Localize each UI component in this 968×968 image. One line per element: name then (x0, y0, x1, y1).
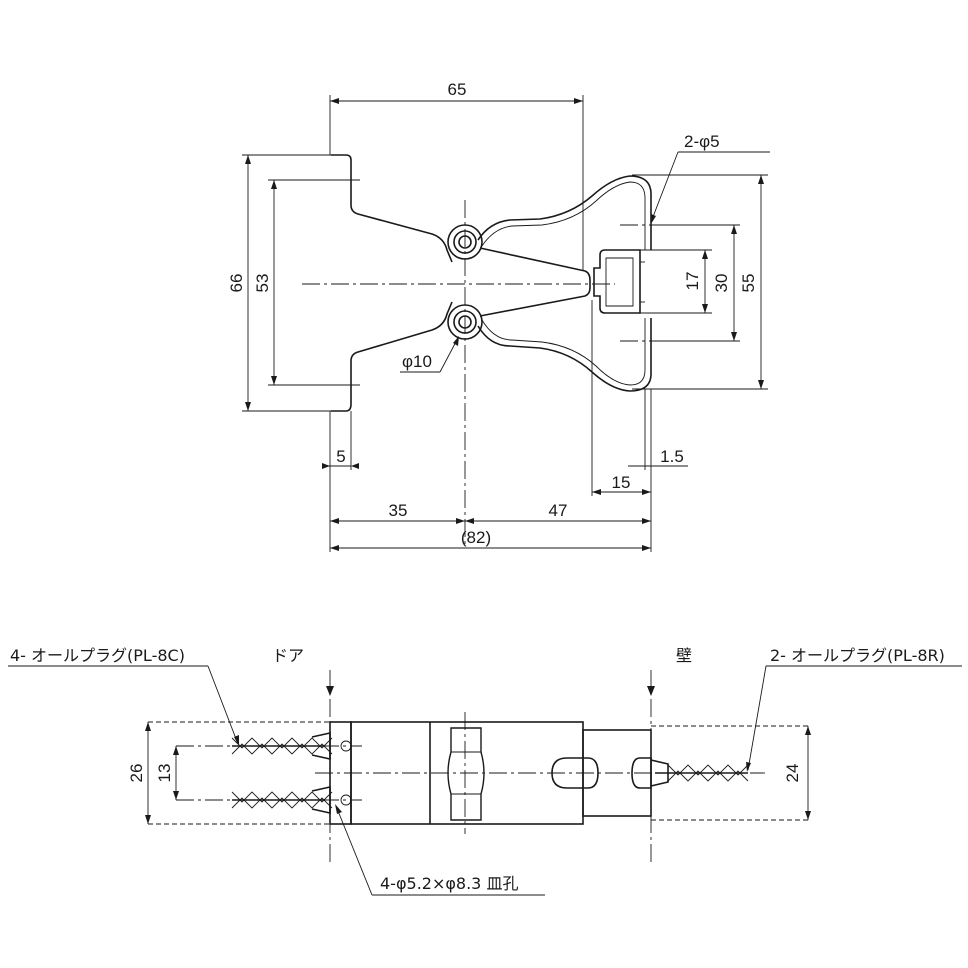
dim-53: 53 (253, 274, 272, 293)
label-wall: 壁 (676, 646, 692, 665)
dim-82-overall: (82) (461, 528, 491, 547)
dim-5: 5 (336, 447, 345, 466)
side-view: 4- オールプラグ(PL-8C) ドア 壁 2- オールプラグ(PL-8R) 4… (8, 646, 962, 896)
dim-1-5: 1.5 (660, 447, 684, 466)
dim-26: 26 (127, 764, 146, 783)
label-screw-holes: 4-φ5.2×φ8.3 皿孔 (380, 874, 518, 893)
upper-spring (477, 175, 652, 250)
catch-bracket (593, 249, 641, 314)
pivot-barrel (447, 727, 485, 821)
dim-65: 65 (448, 80, 467, 99)
upper-spring-inner (481, 181, 646, 250)
dim-holes-2-phi5: 2-φ5 (684, 132, 720, 151)
dim-30: 30 (712, 274, 731, 293)
top-view: 65 2-φ5 66 53 17 30 55 φ10 5 1.5 15 35 4… (227, 80, 770, 552)
dim-17: 17 (683, 272, 702, 291)
dim-35: 35 (389, 501, 408, 520)
dim-15: 15 (612, 473, 631, 492)
dim-24: 24 (783, 764, 802, 783)
lower-spring (477, 318, 652, 392)
dim-47: 47 (549, 501, 568, 520)
catch-slot (551, 757, 599, 789)
dim-66: 66 (227, 274, 246, 293)
label-plug-right: 2- オールプラグ(PL-8R) (770, 646, 945, 665)
dim-55: 55 (739, 274, 758, 293)
label-door: ドア (272, 646, 304, 665)
dim-phi10: φ10 (402, 352, 432, 371)
dim-13: 13 (155, 764, 174, 783)
door-plate-outline (331, 154, 453, 412)
lower-spring-inner (481, 318, 646, 386)
label-plug-left: 4- オールプラグ(PL-8C) (10, 646, 185, 665)
lower-arm (479, 285, 591, 317)
upper-arm (479, 247, 591, 285)
catch-bracket-inner (605, 257, 634, 307)
